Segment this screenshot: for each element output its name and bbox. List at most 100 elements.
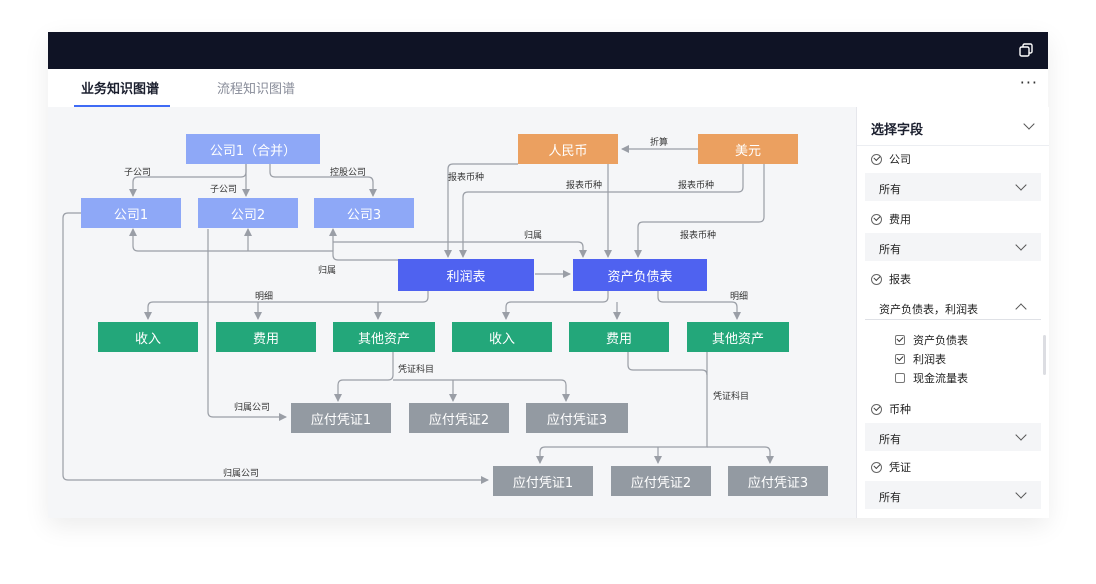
- edge-voucher-subject-a: [334, 352, 394, 402]
- graph-canvas[interactable]: 公司1（合并） 公司1 公司2 公司3 人民币 美元 利润表 资产负债表 收入 …: [48, 107, 856, 518]
- field-currency[interactable]: 币种: [871, 399, 911, 419]
- field-currency-label: 币种: [889, 403, 911, 416]
- more-options-icon[interactable]: ···: [1019, 73, 1038, 92]
- node-company-merged[interactable]: 公司1（合并）: [186, 134, 320, 164]
- edge-label-convert: 折算: [650, 138, 669, 148]
- check-circle-icon[interactable]: [871, 461, 882, 473]
- select-expense-value: 所有: [879, 243, 901, 256]
- field-report-label: 报表: [889, 273, 911, 286]
- edge-label-belongs-company-2: 归属公司: [223, 469, 260, 479]
- node-income-statement[interactable]: 利润表: [398, 259, 534, 291]
- node-rmb[interactable]: 人民币: [518, 134, 618, 164]
- field-selector-panel: 选择字段 公司 所有 费用 所有 报表 资产负债表，利润表: [856, 107, 1049, 518]
- node-balance-sheet[interactable]: 资产负债表: [573, 259, 707, 291]
- option-income-statement[interactable]: 利润表: [895, 350, 946, 368]
- node-company1[interactable]: 公司1: [81, 198, 181, 228]
- select-report-value: 资产负债表，利润表: [879, 303, 978, 316]
- chevron-down-icon: [1015, 179, 1027, 191]
- edge-voucher-subject-b: [536, 352, 708, 464]
- check-circle-icon[interactable]: [871, 403, 882, 415]
- check-circle-icon[interactable]: [871, 153, 882, 165]
- tab-process-graph[interactable]: 流程知识图谱: [217, 82, 296, 97]
- edge-label-belongs-company-1: 归属公司: [234, 403, 271, 413]
- edge-belongs-companies: [129, 228, 398, 261]
- field-voucher-label: 凭证: [889, 461, 911, 474]
- node-voucher-b2[interactable]: 应付凭证2: [611, 466, 711, 496]
- edge-rmb-income: [444, 163, 518, 258]
- chevron-down-icon: [1015, 487, 1027, 499]
- node-voucher-a2[interactable]: 应付凭证2: [409, 403, 509, 433]
- node-voucher-a3[interactable]: 应付凭证3: [526, 403, 628, 433]
- chevron-down-icon: [1015, 239, 1027, 251]
- node-expense-b[interactable]: 费用: [569, 322, 669, 352]
- select-currency-value: 所有: [879, 433, 901, 446]
- panel-title: 选择字段: [871, 123, 924, 138]
- select-voucher[interactable]: 所有: [865, 481, 1041, 509]
- option-balance-sheet[interactable]: 资产负债表: [895, 331, 968, 349]
- restore-window-icon[interactable]: [1018, 42, 1034, 58]
- node-company3[interactable]: 公司3: [314, 198, 414, 228]
- options-scrollbar[interactable]: [1043, 335, 1046, 375]
- edge-voucher-subject-a2: [393, 379, 570, 402]
- node-income-a[interactable]: 收入: [98, 322, 198, 352]
- edge-belongs-company-a: [207, 229, 287, 421]
- panel-header: 选择字段: [857, 107, 1049, 146]
- checkbox-empty-icon[interactable]: [895, 373, 905, 383]
- chevron-down-icon[interactable]: [1023, 118, 1035, 130]
- field-company[interactable]: 公司: [871, 149, 911, 169]
- option-label: 现金流量表: [913, 372, 968, 385]
- active-tab-indicator: [74, 105, 170, 107]
- chevron-up-icon: [1015, 303, 1027, 315]
- select-currency[interactable]: 所有: [865, 423, 1041, 451]
- app-window: 业务知识图谱 流程知识图谱 ···: [48, 32, 1049, 518]
- field-report[interactable]: 报表: [871, 269, 911, 289]
- field-voucher[interactable]: 凭证: [871, 457, 911, 477]
- edge-label-detail-1: 明细: [255, 292, 274, 302]
- node-company2[interactable]: 公司2: [198, 198, 298, 228]
- chevron-down-icon: [1015, 429, 1027, 441]
- select-company-value: 所有: [879, 183, 901, 196]
- edge-label-voucher-subject-1: 凭证科目: [398, 365, 435, 375]
- edge-detail-b: [502, 290, 609, 320]
- checkbox-checked-icon[interactable]: [895, 354, 905, 364]
- node-voucher-b1[interactable]: 应付凭证1: [493, 466, 593, 496]
- edge-belongs-company-b: [62, 212, 489, 484]
- edge-voucher-subject-b2: [707, 446, 774, 464]
- option-cash-flow[interactable]: 现金流量表: [895, 369, 968, 387]
- edge-label-subsidiary-2: 子公司: [210, 185, 238, 195]
- edge-expense-b-trunk: [627, 352, 708, 376]
- field-expense[interactable]: 费用: [871, 209, 911, 229]
- node-usd[interactable]: 美元: [698, 134, 798, 164]
- select-expense[interactable]: 所有: [865, 233, 1041, 261]
- edge-label-belongs-1: 归属: [524, 231, 543, 241]
- select-company[interactable]: 所有: [865, 173, 1041, 201]
- node-income-b[interactable]: 收入: [452, 322, 552, 352]
- checkbox-checked-icon[interactable]: [895, 335, 905, 345]
- edge-merged-company3: [269, 164, 377, 197]
- field-company-label: 公司: [889, 153, 911, 166]
- edge-label-currency-1: 报表币种: [448, 173, 485, 183]
- node-voucher-a1[interactable]: 应付凭证1: [291, 403, 391, 433]
- check-circle-icon[interactable]: [871, 273, 882, 285]
- tab-bar: 业务知识图谱 流程知识图谱 ···: [48, 69, 1048, 108]
- edge-label-currency-2: 报表币种: [566, 181, 603, 191]
- edge-label-subsidiary-1: 子公司: [124, 168, 152, 178]
- edge-belongs-balance: [333, 241, 587, 258]
- edge-detail-a: [144, 290, 429, 320]
- edge-usd-income: [459, 164, 744, 258]
- node-expense-a[interactable]: 费用: [216, 322, 316, 352]
- node-other-assets-b[interactable]: 其他资产: [687, 322, 789, 352]
- select-report[interactable]: 资产负债表，利润表: [865, 293, 1041, 320]
- node-other-assets-a[interactable]: 其他资产: [333, 322, 435, 352]
- edge-detail-b-right: [657, 290, 741, 320]
- edge-label-currency-4: 报表币种: [680, 231, 717, 241]
- report-options: 资产负债表 利润表 现金流量表: [865, 331, 1046, 397]
- option-label: 利润表: [913, 353, 946, 366]
- title-bar: [48, 32, 1048, 69]
- edge-label-currency-3: 报表币种: [678, 181, 715, 191]
- check-circle-icon[interactable]: [871, 213, 882, 225]
- select-voucher-value: 所有: [879, 491, 901, 504]
- node-voucher-b3[interactable]: 应付凭证3: [728, 466, 828, 496]
- edge-usd-balance: [634, 164, 765, 258]
- tab-business-graph[interactable]: 业务知识图谱: [81, 82, 160, 97]
